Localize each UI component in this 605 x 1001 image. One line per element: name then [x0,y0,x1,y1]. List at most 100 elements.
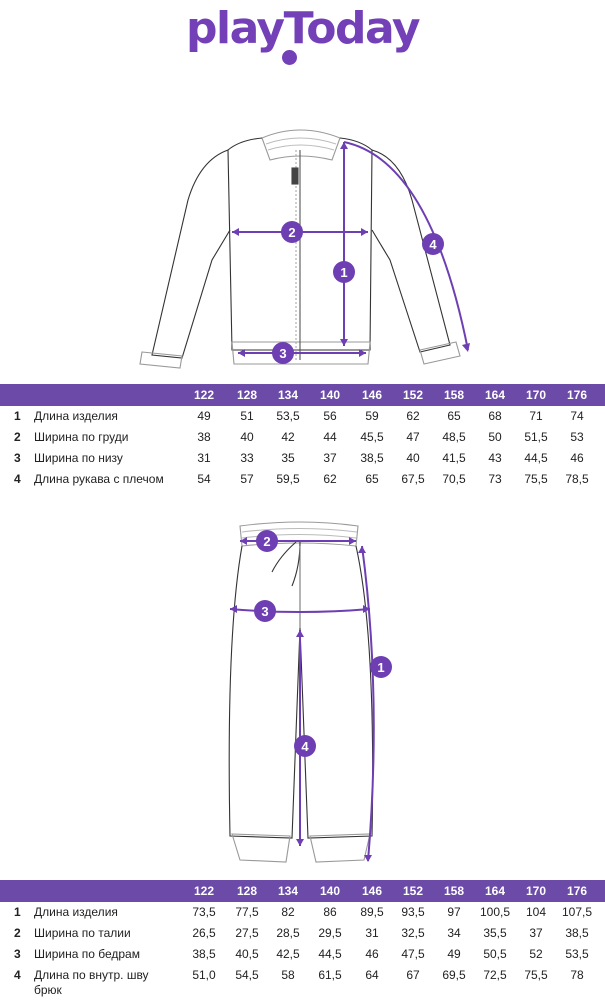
marker-3 [272,342,294,364]
marker-3 [254,600,276,622]
size-value: 59,5 [276,472,300,486]
size-value: 57 [240,472,254,486]
size-value: 78 [570,968,584,982]
marker-3-label: 3 [279,346,286,361]
size-value: 73,5 [192,905,216,919]
row-label: Длина по внутр. шву [34,968,149,982]
size-value: 38,5 [192,947,216,961]
marker-1 [333,261,355,283]
size-value: 74 [570,409,584,423]
jacket-size-header: 122 128 134 140 146 152 158 164 170 176 [0,384,605,406]
size-value: 42 [281,430,295,444]
size-header: 134 [277,884,299,898]
row-label: Длина изделия [34,409,118,423]
size-value: 50 [488,430,502,444]
size-value: 68 [488,409,502,423]
size-value: 40,5 [235,947,259,961]
row-label: Ширина по бедрам [34,947,140,961]
size-value: 47 [406,430,420,444]
size-value: 40 [406,451,420,465]
size-value: 59 [365,409,379,423]
marker-4 [422,233,444,255]
size-header: 176 [566,884,588,898]
row-label: Ширина по низу [34,451,123,465]
row-label: Длина изделия [34,905,118,919]
row-label: Длина рукава с плечом [34,472,164,486]
size-value: 89,5 [360,905,384,919]
row-number: 4 [14,968,21,982]
size-header: 158 [443,884,465,898]
size-header: 140 [319,388,341,402]
jacket-markers: 1 2 3 4 [272,221,444,364]
row-number: 2 [14,926,21,940]
size-value: 29,5 [318,926,342,940]
size-header: 146 [361,884,383,898]
size-header: 140 [319,884,341,898]
size-value: 78,5 [565,472,589,486]
size-value: 32,5 [401,926,425,940]
size-value: 48,5 [442,430,466,444]
size-value: 104 [525,905,547,919]
size-value: 73 [488,472,502,486]
size-value: 46 [570,451,584,465]
size-value: 100,5 [479,905,511,919]
size-value: 67,5 [401,472,425,486]
size-header: 134 [277,388,299,402]
marker-2 [281,221,303,243]
size-value: 43 [488,451,502,465]
size-value: 71 [529,409,543,423]
size-value: 44,5 [318,947,342,961]
size-value: 51,5 [524,430,548,444]
size-value: 42,5 [276,947,300,961]
size-header: 176 [566,388,588,402]
row-label: Ширина по груди [34,430,129,444]
size-value: 75,5 [524,472,548,486]
size-value: 97 [447,905,461,919]
row-number: 3 [14,451,21,465]
size-value: 65 [365,472,379,486]
size-value: 53 [570,430,584,444]
marker-4-label: 4 [301,739,309,754]
size-value: 62 [323,472,337,486]
size-header: 158 [443,388,465,402]
row-number: 1 [14,905,21,919]
size-value: 52 [529,947,543,961]
size-value: 61,5 [318,968,342,982]
size-value: 86 [323,905,337,919]
logo-dot [282,50,297,65]
brand-name: playToday [185,3,421,54]
size-header: 122 [193,388,215,402]
size-value: 31 [365,926,379,940]
size-value: 28,5 [276,926,300,940]
size-header: 122 [193,884,215,898]
marker-1 [370,656,392,678]
size-value: 82 [281,905,295,919]
size-value: 45,5 [360,430,384,444]
marker-2 [256,530,278,552]
marker-2-label: 2 [288,225,295,240]
size-value: 38 [197,430,211,444]
size-value: 44 [323,430,337,444]
size-value: 53,5 [276,409,300,423]
size-value: 67 [406,968,420,982]
size-value: 107,5 [561,905,593,919]
size-value: 38,5 [360,451,384,465]
pants-markers: 1 2 3 4 [254,530,392,757]
brand-logo: playToday [0,0,605,70]
size-value: 49 [197,409,211,423]
size-value: 50,5 [483,947,507,961]
size-header: 164 [484,884,506,898]
size-value: 64 [365,968,379,982]
row-label: Ширина по талии [34,926,131,940]
size-value: 40 [240,430,254,444]
row-label-continued: брюк [34,983,62,997]
marker-3-label: 3 [261,604,268,619]
pants-size-table: 122 128 134 140 146 152 158 164 170 176 … [0,880,605,997]
row-number: 1 [14,409,21,423]
